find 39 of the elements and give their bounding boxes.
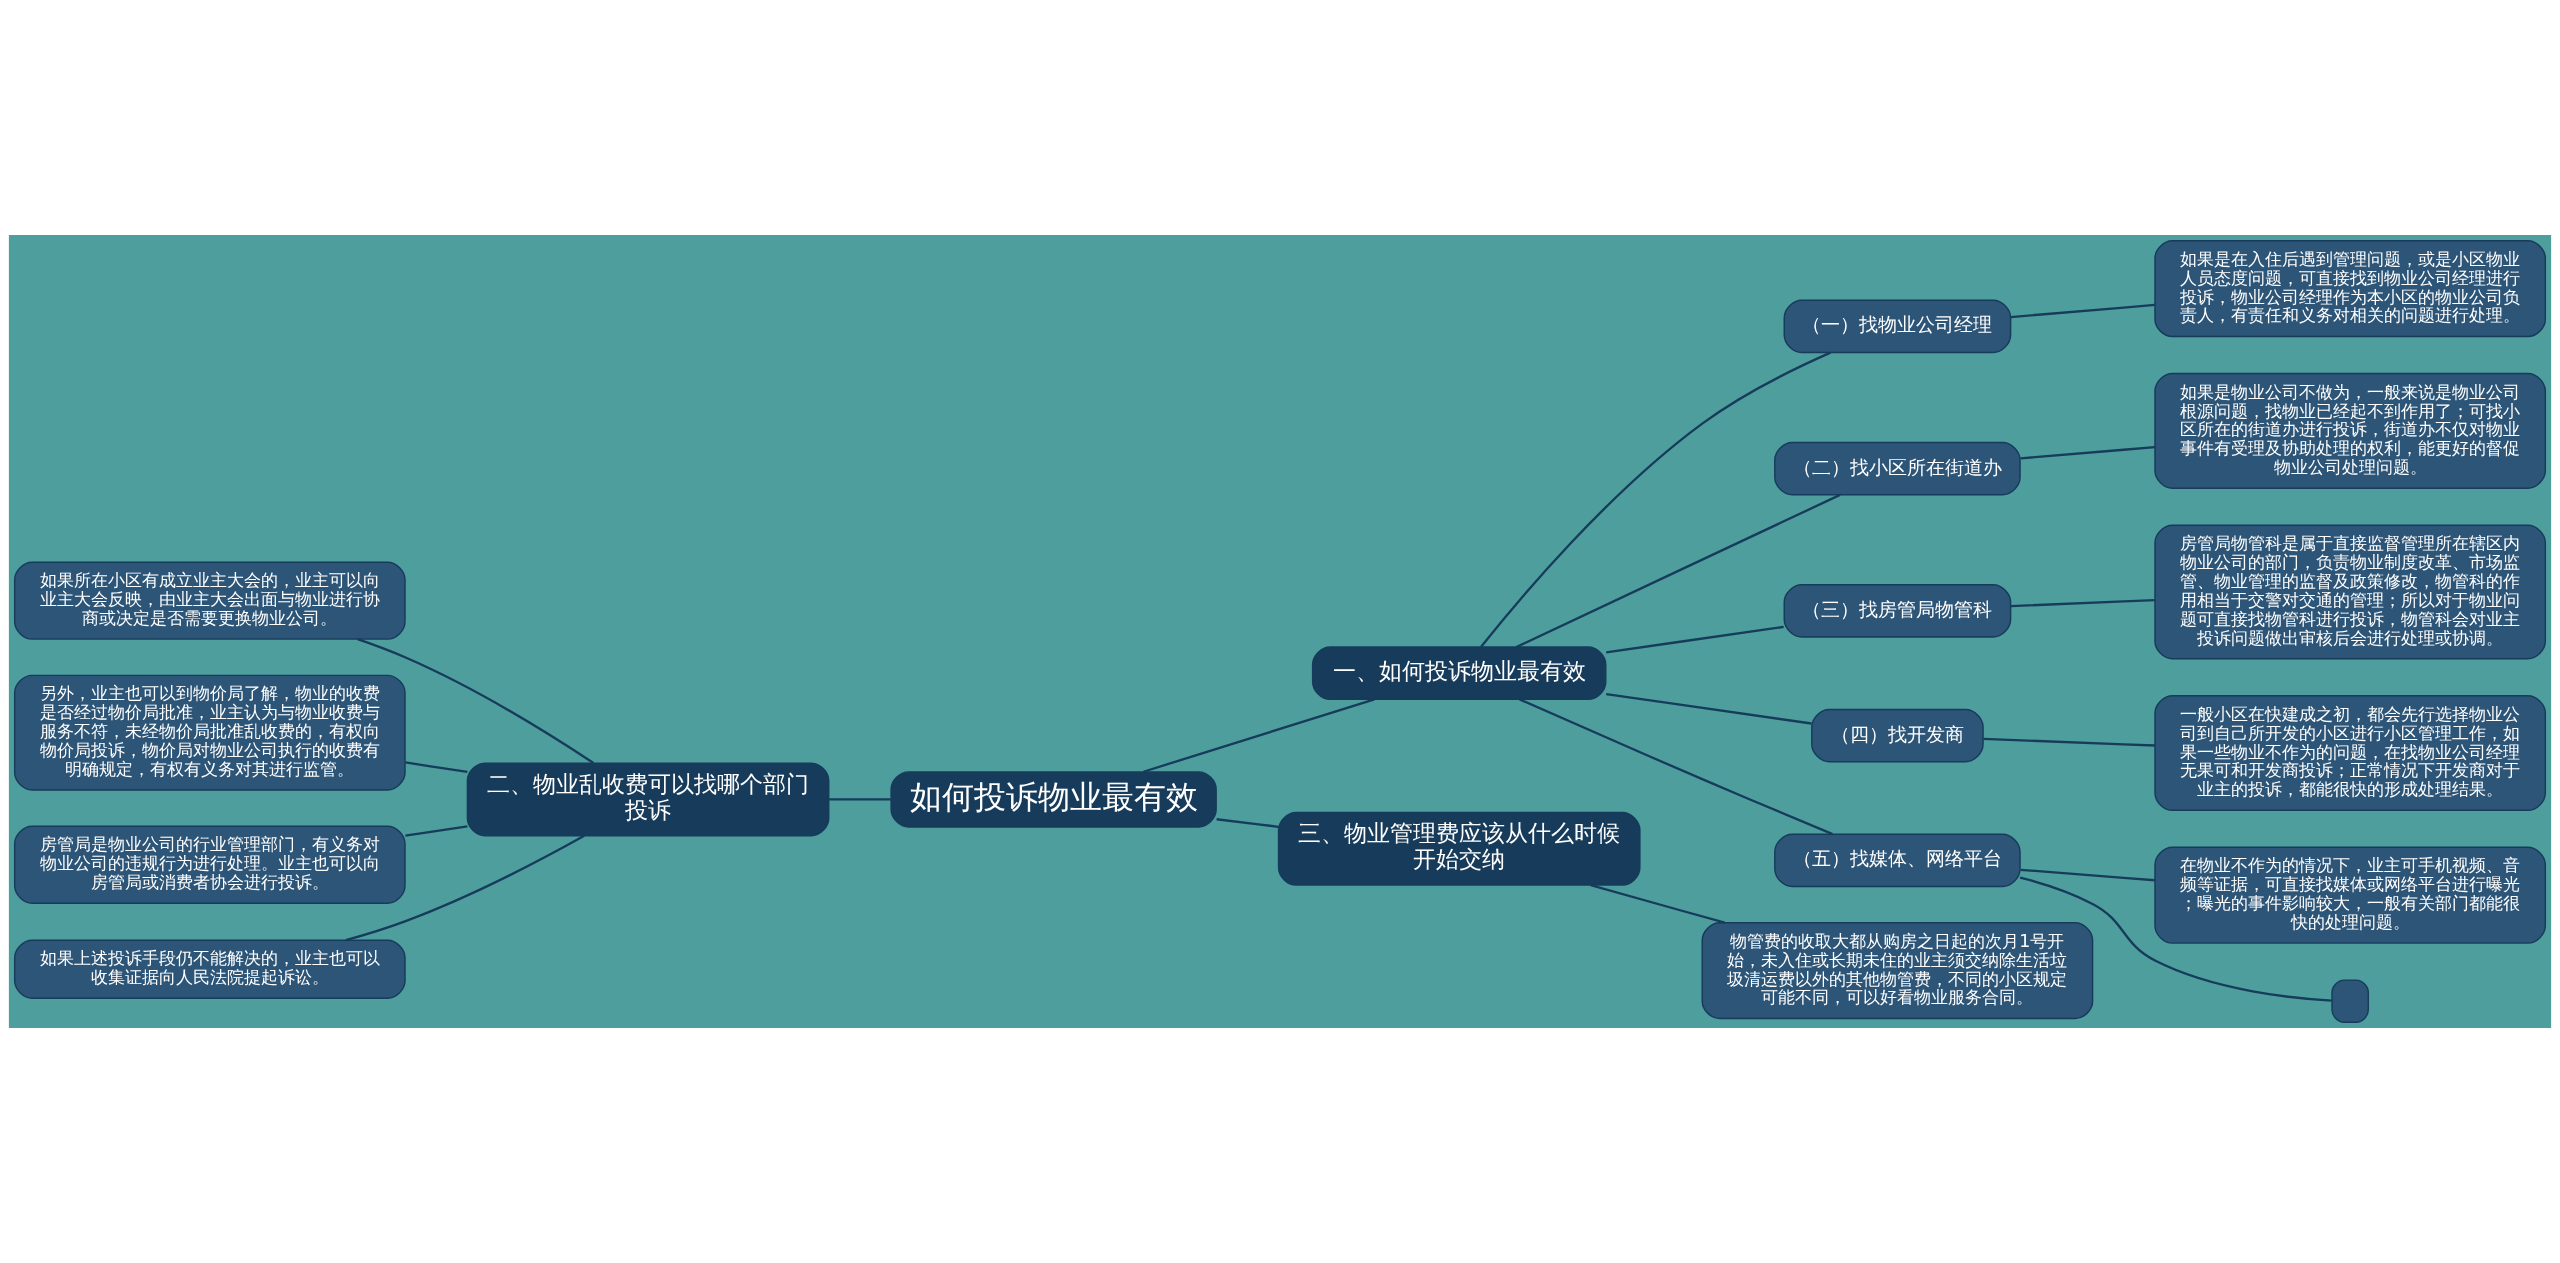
connector bbox=[1606, 625, 1784, 654]
connector bbox=[1590, 884, 1726, 924]
node-box: 一般小区在快建成之初，都会先行选择物业公司到自己所开发的小区进行小区管理工作，如果一些物业不作为的问题，在找物业公司经理无果可和开发商投诉；正常情况下开发商对于业主的投诉，都能很快的形成处理结果。 bbox=[2154, 695, 2547, 812]
node-box: 一、如何投诉物业最有效 bbox=[1311, 646, 1607, 701]
connector bbox=[1480, 351, 1831, 648]
connector bbox=[1143, 698, 1375, 773]
node-box: 房管局是物业公司的行业管理部门，有义务对物业公司的违规行为进行处理。业主也可以向房管局或消费者协会进行投诉。 bbox=[13, 825, 406, 904]
connector bbox=[345, 834, 585, 942]
connector bbox=[829, 798, 891, 801]
node-box: 如果所在小区有成立业主大会的，业主可以向业主大会反映，由业主大会出面与物业进行协商或决定是否需要更换物业公司。 bbox=[13, 561, 406, 640]
connector bbox=[2020, 868, 2155, 882]
connector bbox=[405, 761, 468, 774]
connector bbox=[405, 825, 468, 837]
connector bbox=[357, 638, 595, 764]
node-box: 如果是物业公司不做为，一般来说是物业公司根源问题，找物业已经起不到作用了；可找小区所在的街道办进行投诉，街道办不仅对物业事件有受理及协助处理的权利，能更好的督促物业公司处理问题。 bbox=[2154, 372, 2547, 489]
connector bbox=[1606, 692, 1812, 725]
node-box: （三）找房管局物管科 bbox=[1783, 583, 2012, 638]
node-box: （四）找开发商 bbox=[1811, 708, 1984, 763]
node-box: 如何投诉物业最有效 bbox=[890, 771, 1217, 828]
connector bbox=[2010, 303, 2155, 319]
node-box: 在物业不作为的情况下，业主可手机视频、音频等证据，可直接找媒体或网络平台进行曝光；曝光的事件影响较大，一般有关部门都能很快的处理问题。 bbox=[2154, 846, 2547, 944]
node-box: （二）找小区所在街道办 bbox=[1774, 441, 2021, 496]
connector bbox=[1515, 493, 1841, 649]
node-box bbox=[2331, 979, 2369, 1023]
connector bbox=[2020, 446, 2155, 460]
node-box: （五）找媒体、网络平台 bbox=[1774, 833, 2021, 888]
connector bbox=[1983, 737, 2155, 747]
node-box: 如果是在入住后遇到管理问题，或是小区物业人员态度问题，可直接找到物业公司经理进行投诉，物业公司经理作为本小区的物业公司负责人，有责任和义务对相关的问题进行处理。 bbox=[2154, 240, 2547, 338]
connector bbox=[1216, 818, 1279, 828]
node-box: （一）找物业公司经理 bbox=[1783, 299, 2012, 354]
node-box: 二、物业乱收费可以找哪个部门投诉 bbox=[466, 762, 830, 837]
connector bbox=[1519, 698, 1834, 836]
node-box: 房管局物管科是属于直接监督管理所在辖区内物业公司的部门，负责物业制度改革、市场监管、物业管理的监督及政策修改，物管科的作用相当于交警对交通的管理；所以对于物业问题可直接找物管科进行投诉，物管科会对业主投诉问题做出审核后会进行处理或协调。 bbox=[2154, 524, 2547, 660]
node-box: 物管费的收取大都从购房之日起的次月1号开始，未入住或长期未住的业主须交纳除生活垃圾清运费以外的其他物管费，不同的小区规定可能不同，可以好看物业服务合同。 bbox=[1701, 922, 2094, 1020]
connector bbox=[2010, 598, 2155, 608]
node-box: 如果上述投诉手段仍不能解决的，业主也可以收集证据向人民法院提起诉讼。 bbox=[13, 939, 406, 999]
node-box: 三、物业管理费应该从什么时候开始交纳 bbox=[1277, 811, 1641, 886]
connector bbox=[2019, 876, 2332, 1002]
node-box: 另外，业主也可以到物价局了解，物业的收费是否经过物价局批准，业主认为与物业收费与服务不符，未经物价局批准乱收费的，有权向物价局投诉，物价局对物业公司执行的收费有明确规定，有权有义务对其进行监管。 bbox=[13, 674, 406, 791]
